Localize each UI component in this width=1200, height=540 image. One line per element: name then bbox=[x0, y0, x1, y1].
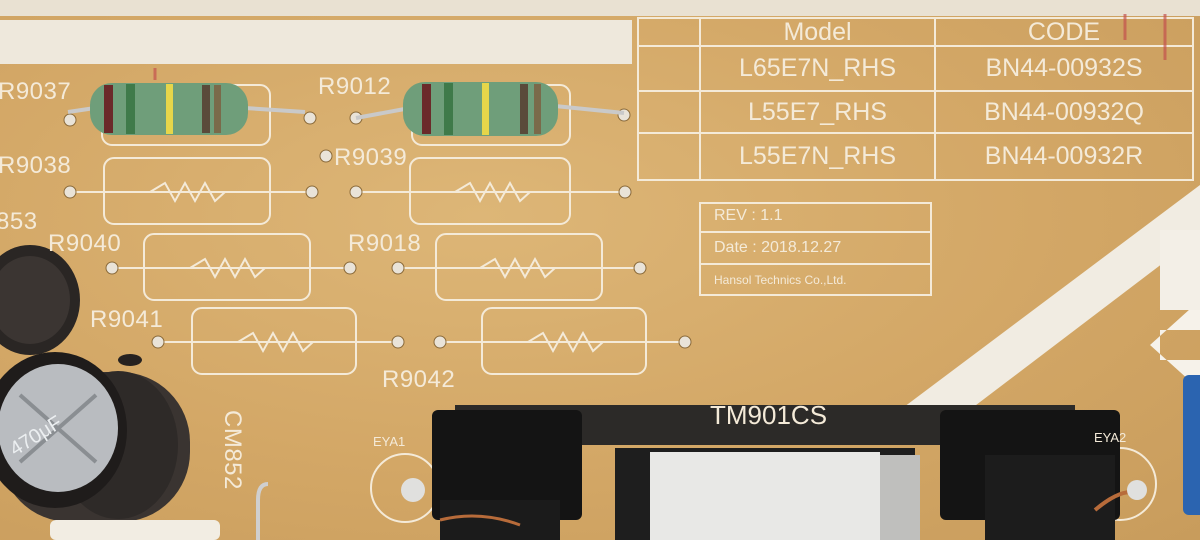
ref-r9041: R9041 bbox=[90, 306, 164, 333]
table-row-model: L55E7N_RHS bbox=[738, 142, 897, 170]
table-header-code: CODE bbox=[1027, 17, 1101, 46]
silkscreen-bar bbox=[0, 20, 632, 64]
table-header-model: Model bbox=[783, 17, 852, 46]
ref-r9037: R9037 bbox=[0, 78, 72, 105]
date-label: Date : 2018.12.27 bbox=[714, 239, 842, 256]
ref-r9039: R9039 bbox=[334, 144, 408, 171]
ref-853: 853 bbox=[0, 208, 38, 235]
table-row-model: L55E7_RHS bbox=[748, 97, 887, 126]
ref-r9042: R9042 bbox=[382, 366, 456, 393]
top-edge bbox=[0, 0, 1200, 16]
table-row-code: BN44-00932S bbox=[985, 54, 1143, 82]
ref-cm852: CM852 bbox=[219, 410, 246, 490]
ref-r9038: R9038 bbox=[0, 152, 72, 179]
rev-label: REV : 1.1 bbox=[714, 207, 783, 224]
ref-r9040: R9040 bbox=[48, 230, 122, 257]
maker-label: Hansol Technics Co.,Ltd. bbox=[714, 273, 847, 287]
table-row-code: BN44-00932R bbox=[984, 142, 1144, 170]
ref-r9018: R9018 bbox=[348, 230, 422, 257]
transformer-label: TM901CS bbox=[710, 400, 828, 430]
table-row-code: BN44-00932Q bbox=[984, 97, 1144, 126]
table-row-model: L65E7N_RHS bbox=[738, 54, 897, 82]
ref-r9012: R9012 bbox=[318, 73, 392, 100]
ref-eya1: EYA1 bbox=[373, 434, 406, 449]
ref-eya2: EYA2 bbox=[1094, 430, 1127, 445]
